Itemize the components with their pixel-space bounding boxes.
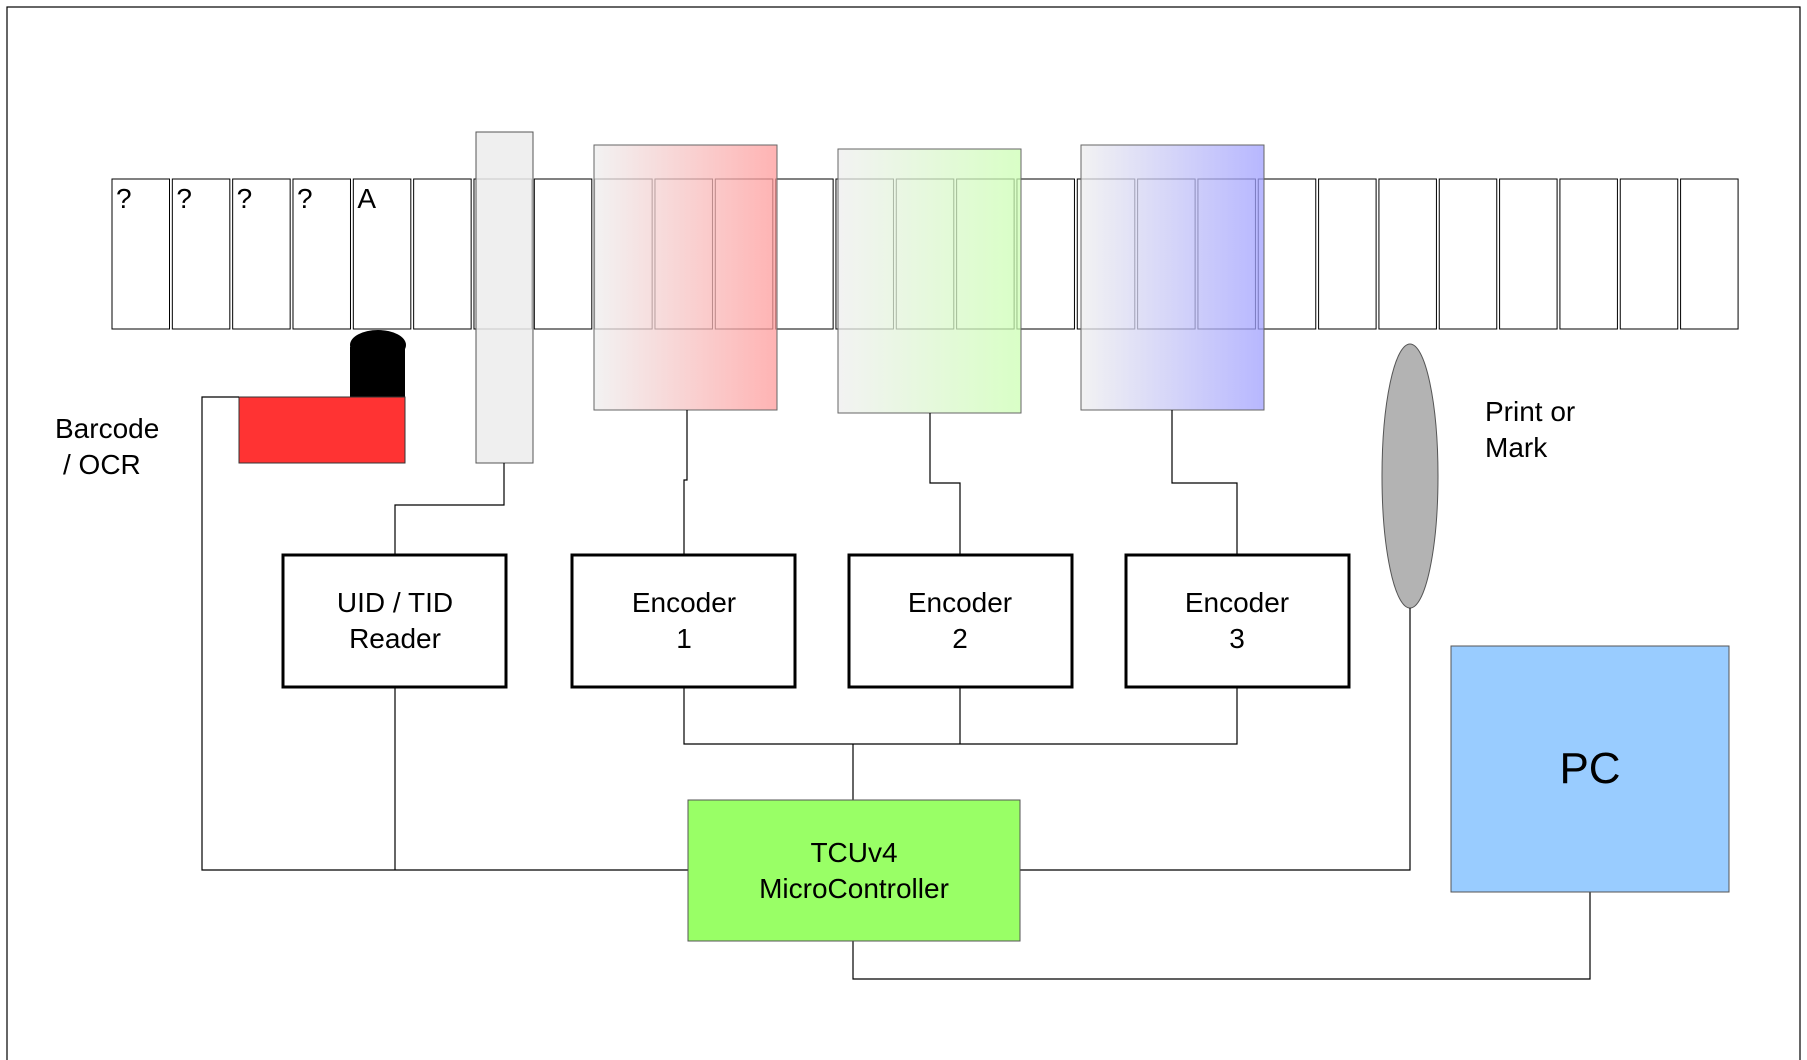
tag-cell: [171, 178, 231, 330]
print-head-icon: [1381, 343, 1439, 609]
connector-lines: [201, 396, 1591, 980]
tag-cell: [775, 178, 834, 330]
tag-cell-label: ?: [116, 183, 132, 214]
encoder-1-box: Encoder 1: [570, 553, 797, 689]
tag-cell: [111, 178, 170, 330]
encoder-3-box: Encoder 3: [1124, 553, 1351, 689]
microcontroller-label-line2: MicroController: [759, 873, 949, 904]
encoder-1-label-line1: Encoder: [632, 587, 736, 618]
encoder-1-zone: [593, 144, 778, 411]
barcode-label-line2: / OCR: [63, 449, 141, 480]
print-label-line2: Mark: [1485, 432, 1548, 463]
tag-cell: [1680, 178, 1739, 330]
uid-tid-reader-box: UID / TID Reader: [281, 553, 508, 689]
encoder-3-label-line2: 3: [1229, 623, 1245, 654]
tag-cell: [1559, 178, 1618, 330]
tag-cell-label: ?: [176, 183, 192, 214]
tag-cell: [533, 178, 593, 330]
barcode-scanner-icon: [238, 330, 406, 464]
wire-scanner-to-microcontroller: [201, 396, 688, 871]
tag-cell: [352, 178, 412, 330]
tag-cell: [1499, 178, 1558, 330]
tag-cell: [1619, 178, 1679, 330]
encoder-2-zone: [837, 148, 1022, 414]
wire-zone3-to-encoder-3: [1171, 410, 1238, 555]
wire-microcontroller-to-pc: [852, 892, 1591, 980]
encoder-3-zone: [1080, 144, 1265, 411]
uid-reader-label-line2: Reader: [349, 623, 441, 654]
wire-zone2-to-encoder-2: [929, 413, 961, 555]
tag-cell: [1378, 178, 1437, 330]
wire-zone1-to-encoder-1: [683, 410, 688, 555]
tag-cell: [1318, 178, 1377, 330]
encoder-3-label-line1: Encoder: [1185, 587, 1289, 618]
microcontroller-label-line1: TCUv4: [810, 837, 897, 868]
microcontroller-box: TCUv4 MicroController: [687, 799, 1021, 942]
tag-cell: [1016, 178, 1075, 330]
pc-label: PC: [1559, 744, 1620, 793]
print-label-line1: Print or: [1485, 396, 1575, 427]
tag-cell: [1438, 178, 1498, 330]
barcode-label-line1: Barcode: [55, 413, 159, 444]
encoder-2-box: Encoder 2: [847, 553, 1074, 689]
wire-print-head-to-microcontroller: [1020, 608, 1411, 871]
encoder-2-label-line1: Encoder: [908, 587, 1012, 618]
tag-cell-label: ?: [237, 183, 253, 214]
tag-cell-label: A: [357, 183, 376, 214]
tag-cell: [413, 178, 472, 330]
page-border: [6, 6, 1801, 1060]
encoder-2-label-line2: 2: [952, 623, 968, 654]
pc-box: PC: [1450, 645, 1730, 893]
tag-cell: [1257, 178, 1317, 330]
wire-antenna-to-uid-reader: [394, 463, 505, 555]
tag-cell: [292, 178, 351, 330]
tag-cell: [232, 178, 291, 330]
tag-cell-label: ?: [297, 183, 313, 214]
encoder-1-label-line2: 1: [676, 623, 692, 654]
uid-antenna-bar: [475, 131, 534, 464]
uid-reader-label-line1: UID / TID: [337, 587, 453, 618]
